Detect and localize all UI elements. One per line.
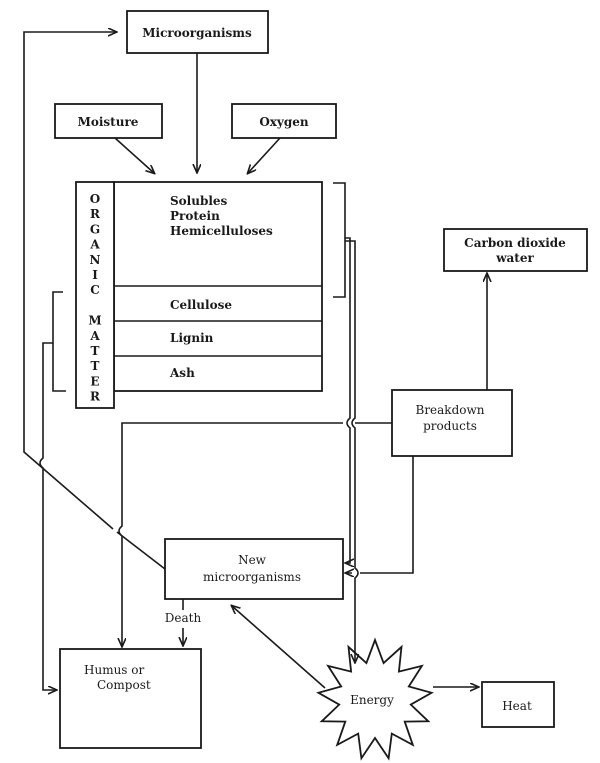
organic-matter-letter: A [89, 329, 100, 343]
humus-label: Humus or [84, 663, 144, 677]
humus-compost-node: Humus or Compost [59, 648, 202, 749]
oxygen-label: Oxygen [259, 115, 309, 129]
products-label: products [423, 419, 477, 433]
organic-matter-letter: T [91, 359, 100, 373]
moisture-label: Moisture [78, 115, 139, 129]
hemicelluloses-label: Hemicelluloses [170, 224, 273, 238]
arrow-solubles-to-energy [345, 240, 358, 662]
arrow-energy-to-new-micro [232, 606, 326, 689]
organic-matter-letter: I [92, 268, 98, 282]
arrow-lignin-ash-to-humus [39, 342, 56, 690]
moisture-node: Moisture [54, 103, 163, 139]
new-label: New [238, 553, 267, 567]
organic-matter-letter: T [91, 344, 100, 358]
cellulose-label: Cellulose [170, 298, 232, 312]
lignin-label: Lignin [170, 331, 214, 345]
new-microorganisms-node: New microorganisms [164, 538, 344, 600]
carbon-dioxide-label: Carbon dioxide [464, 236, 566, 250]
arrow-moisture-to-om [114, 137, 154, 173]
compost-label: Compost [97, 678, 151, 692]
carbon-dioxide-node: Carbon dioxide water [443, 228, 588, 272]
heat-label: Heat [502, 699, 532, 713]
arrow-oxygen-to-om [248, 137, 281, 173]
arrow-breakdown-to-humus [119, 422, 392, 646]
organic-matter-letter: R [90, 390, 101, 404]
energy-label: Energy [350, 693, 394, 707]
lower-bracket [52, 291, 66, 392]
organic-matter-letter: O [90, 192, 100, 206]
death-label: Death [165, 611, 202, 625]
arrow-solubles-to-new-micro [345, 237, 350, 563]
organic-matter-letter: N [90, 253, 101, 267]
breakdown-products-node: Breakdown products [391, 389, 513, 457]
organic-matter-letter: M [88, 314, 101, 328]
microorganisms-label: Microorganisms [142, 26, 252, 40]
arrow-breakdown-to-new-micro [346, 456, 414, 573]
organic-matter-letter: C [90, 283, 100, 297]
organic-matter-letter: E [90, 374, 99, 388]
organic-matter-letter: A [89, 238, 100, 252]
energy-node: Energy [316, 637, 434, 761]
arrow-new-micro-to-micro [23, 32, 166, 570]
protein-label: Protein [170, 209, 220, 223]
water-label: water [495, 251, 534, 265]
new-microorganisms-label: microorganisms [203, 570, 301, 584]
microorganisms-node: Microorganisms [126, 10, 269, 54]
organic-matter-letter: R [90, 207, 101, 221]
organic-matter-letter: G [90, 222, 100, 236]
breakdown-label: Breakdown [416, 403, 485, 417]
ash-label: Ash [169, 366, 195, 380]
oxygen-node: Oxygen [231, 103, 337, 139]
solubles-label: Solubles [170, 194, 228, 208]
heat-node: Heat [481, 681, 555, 728]
upper-bracket [333, 182, 346, 298]
